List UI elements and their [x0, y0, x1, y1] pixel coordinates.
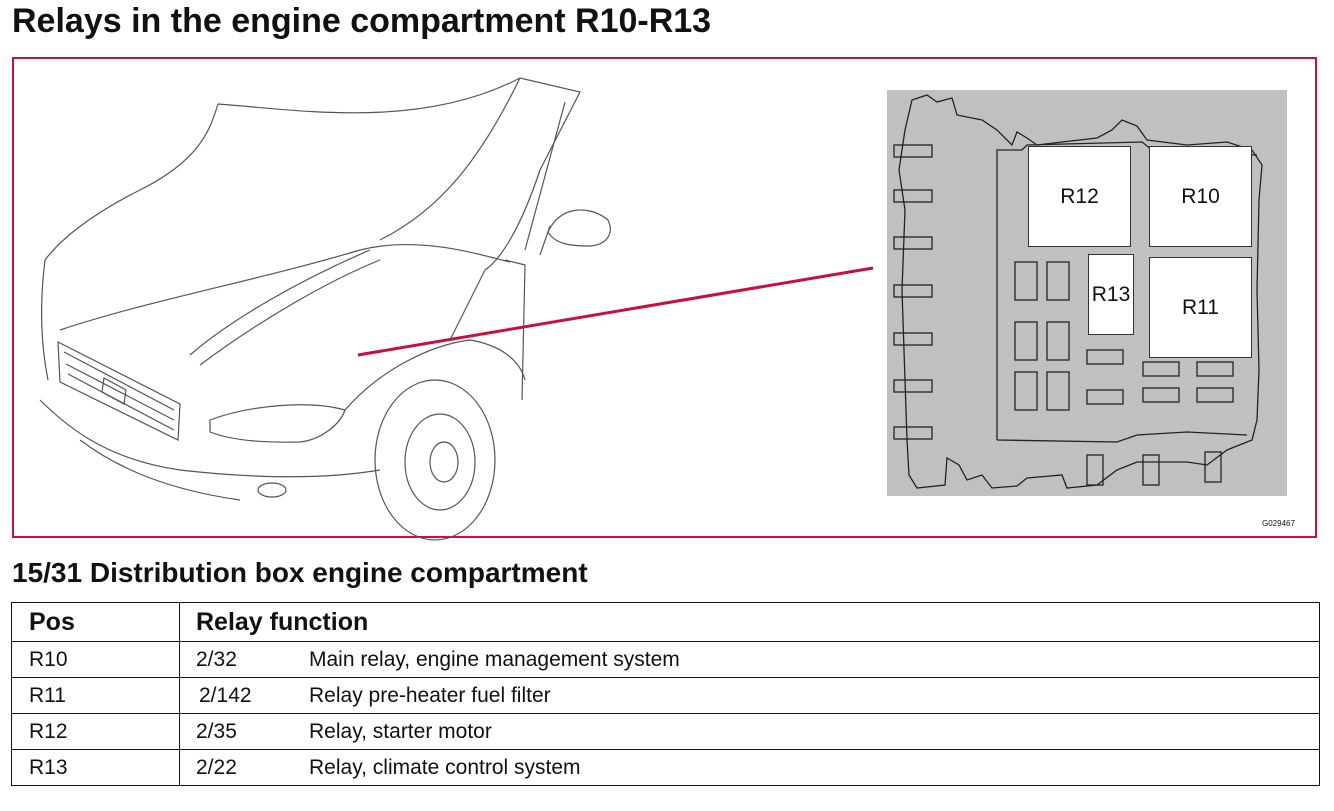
table-header-row: Pos Relay function	[11, 602, 1320, 642]
row-code: 2/22	[196, 755, 237, 779]
row-function: Main relay, engine management system	[309, 647, 680, 671]
relay-r11: R11	[1149, 257, 1252, 358]
table-row: R10 2/32 Main relay, engine management sy…	[11, 641, 1320, 678]
fusebox-diagram: R12 R10 R13 R11	[887, 90, 1287, 496]
figure-frame	[12, 57, 1317, 538]
row-function-cell: 2/142 Relay pre-heater fuel filter	[179, 677, 1320, 714]
fusebox-outline	[893, 94, 1263, 489]
table-row: R13 2/22 Relay, climate control system	[11, 749, 1320, 786]
car-illustration	[39, 77, 611, 541]
row-function-cell: 2/32 Main relay, engine management system	[179, 641, 1320, 678]
relay-r13: R13	[1088, 254, 1134, 335]
table-row: R11 2/142 Relay pre-heater fuel filter	[11, 677, 1320, 714]
row-function-cell: 2/35 Relay, starter motor	[179, 713, 1320, 750]
row-function: Relay pre-heater fuel filter	[309, 683, 551, 707]
relay-r10: R10	[1149, 146, 1252, 247]
row-code: 2/35	[196, 719, 237, 743]
row-function: Relay, climate control system	[309, 755, 581, 779]
row-function: Relay, starter motor	[309, 719, 492, 743]
relay-r12: R12	[1028, 146, 1131, 247]
row-code: 2/32	[196, 647, 237, 671]
header-relay-function: Relay function	[179, 602, 1320, 642]
row-pos: R12	[11, 713, 180, 750]
relay-table: Pos Relay function R10 2/32 Main relay, e…	[11, 602, 1320, 786]
row-pos: R13	[11, 749, 180, 786]
row-code: 2/142	[199, 683, 252, 707]
page-title: Relays in the engine compartment R10-R13	[12, 2, 712, 40]
section-title: 15/31 Distribution box engine compartmen…	[12, 557, 588, 588]
table-row: R12 2/35 Relay, starter motor	[11, 713, 1320, 750]
row-pos: R10	[11, 641, 180, 678]
row-pos: R11	[11, 677, 180, 714]
row-function-cell: 2/22 Relay, climate control system	[179, 749, 1320, 786]
figure-code: G029467	[1262, 519, 1295, 528]
header-pos: Pos	[11, 602, 180, 642]
